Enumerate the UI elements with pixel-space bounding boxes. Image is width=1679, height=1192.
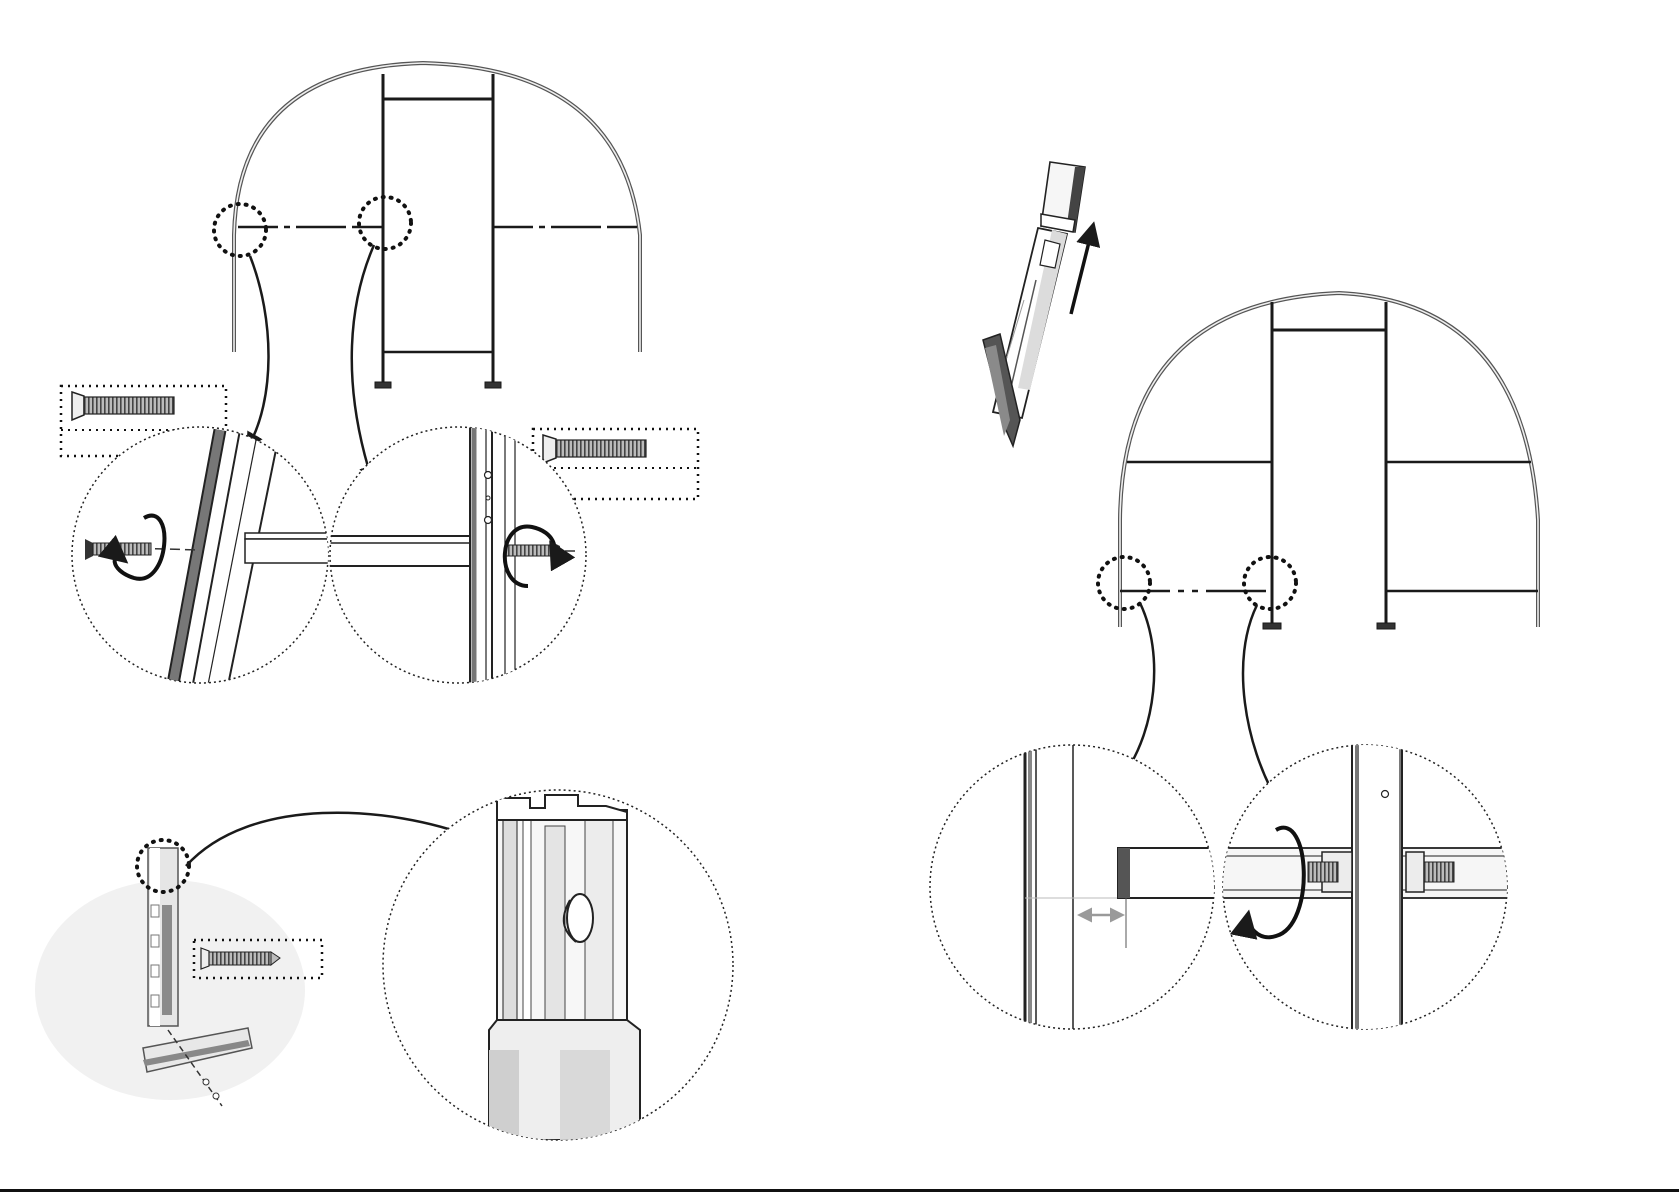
detail-circle-post-end <box>383 790 733 1140</box>
greenhouse-frame-side <box>1120 293 1538 629</box>
curved-arrow-icon <box>352 245 374 480</box>
callout-circle-corner <box>214 204 266 256</box>
ground-foot <box>1263 623 1281 629</box>
detail-circle-corner <box>72 427 355 700</box>
curved-arrow-icon <box>1125 603 1154 773</box>
ground-foot <box>485 382 501 388</box>
countersunk-screw-icon <box>506 542 560 559</box>
callout-circle-wall-door <box>1244 557 1296 609</box>
greenhouse-frame-front <box>234 63 640 388</box>
step-a <box>61 63 698 700</box>
detail-circle-wall-door <box>1220 740 1515 1040</box>
ground-foot <box>375 382 391 388</box>
step-c <box>983 162 1093 446</box>
callout-circle-door <box>359 197 411 249</box>
arch-hoop <box>1120 293 1538 627</box>
countersunk-screw-icon <box>543 435 646 463</box>
detail-circle-door <box>330 425 586 685</box>
straight-arrow-icon <box>1071 226 1093 314</box>
upper-tube <box>1041 162 1085 232</box>
countersunk-screw-icon <box>72 392 174 420</box>
curved-arrow-icon <box>248 256 269 447</box>
step-b <box>35 790 733 1140</box>
corner-post <box>148 848 178 1026</box>
arch-hoop <box>234 63 640 352</box>
ground-foot <box>1377 623 1395 629</box>
callout-circle-wall-corner <box>1098 557 1150 609</box>
curved-arrow-icon <box>1243 605 1277 800</box>
detail-circle-wall-corner <box>930 740 1218 1035</box>
